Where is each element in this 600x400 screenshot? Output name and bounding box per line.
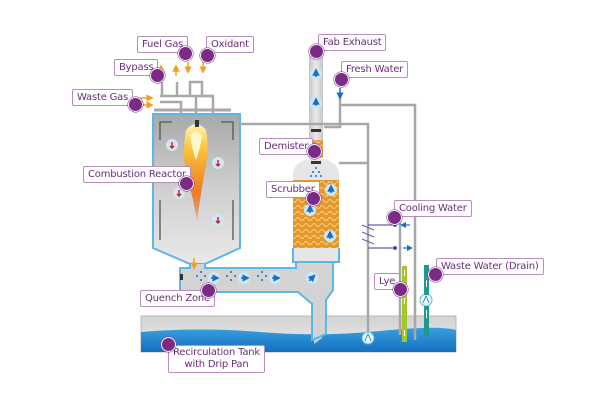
label-fuel-gas: Fuel Gas <box>137 36 189 53</box>
marker-scrubber[interactable] <box>306 191 321 206</box>
label-oxidant: Oxidant <box>206 36 254 53</box>
marker-demister[interactable] <box>307 144 322 159</box>
marker-quench-zone[interactable] <box>201 283 216 298</box>
exhaust-stack <box>309 50 323 140</box>
label-waste-water: Waste Water (Drain) <box>436 258 544 275</box>
marker-fab-exhaust[interactable] <box>309 44 324 59</box>
combustion-reactor-vessel <box>152 113 241 265</box>
label-cooling-water: Cooling Water <box>394 200 472 217</box>
marker-lye[interactable] <box>393 282 408 297</box>
cooling-coil <box>361 222 413 251</box>
marker-combustion-reactor[interactable] <box>179 176 194 191</box>
label-waste-gas: Waste Gas <box>72 89 134 106</box>
inlet-pipes <box>154 80 231 113</box>
flame <box>183 124 208 220</box>
reactor-flow-markers <box>166 139 224 226</box>
marker-fresh-water[interactable] <box>334 72 349 87</box>
label-recirculation-line1: Recirculation Tank <box>173 347 261 358</box>
marker-waste-water[interactable] <box>428 267 443 282</box>
drain-pipe <box>424 265 429 336</box>
pump-recirculation <box>361 331 375 345</box>
label-recirculation-tank: Recirculation Tank with Drip Pan <box>168 345 266 373</box>
label-fresh-water: Fresh Water <box>341 61 409 78</box>
label-recirculation-line2: with Drip Pan <box>184 359 249 370</box>
marker-fuel-gas[interactable] <box>178 46 193 61</box>
label-bypass: Bypass <box>114 59 159 76</box>
marker-recirculation-tank[interactable] <box>161 337 176 352</box>
quench-flow-markers <box>180 271 318 284</box>
label-fab-exhaust: Fab Exhaust <box>318 34 387 51</box>
pump-drain <box>419 293 433 307</box>
label-demister: Demister <box>259 138 314 155</box>
marker-oxidant[interactable] <box>200 48 215 63</box>
scrubber-column <box>292 158 340 263</box>
marker-bypass[interactable] <box>150 68 165 83</box>
label-quench-zone: Quench Zone <box>140 290 215 307</box>
water-pipes <box>240 94 417 340</box>
label-combustion-reactor: Combustion Reactor <box>83 166 191 183</box>
marker-waste-gas[interactable] <box>128 97 143 112</box>
lye-pipe <box>402 266 407 342</box>
marker-cooling-water[interactable] <box>387 210 402 225</box>
